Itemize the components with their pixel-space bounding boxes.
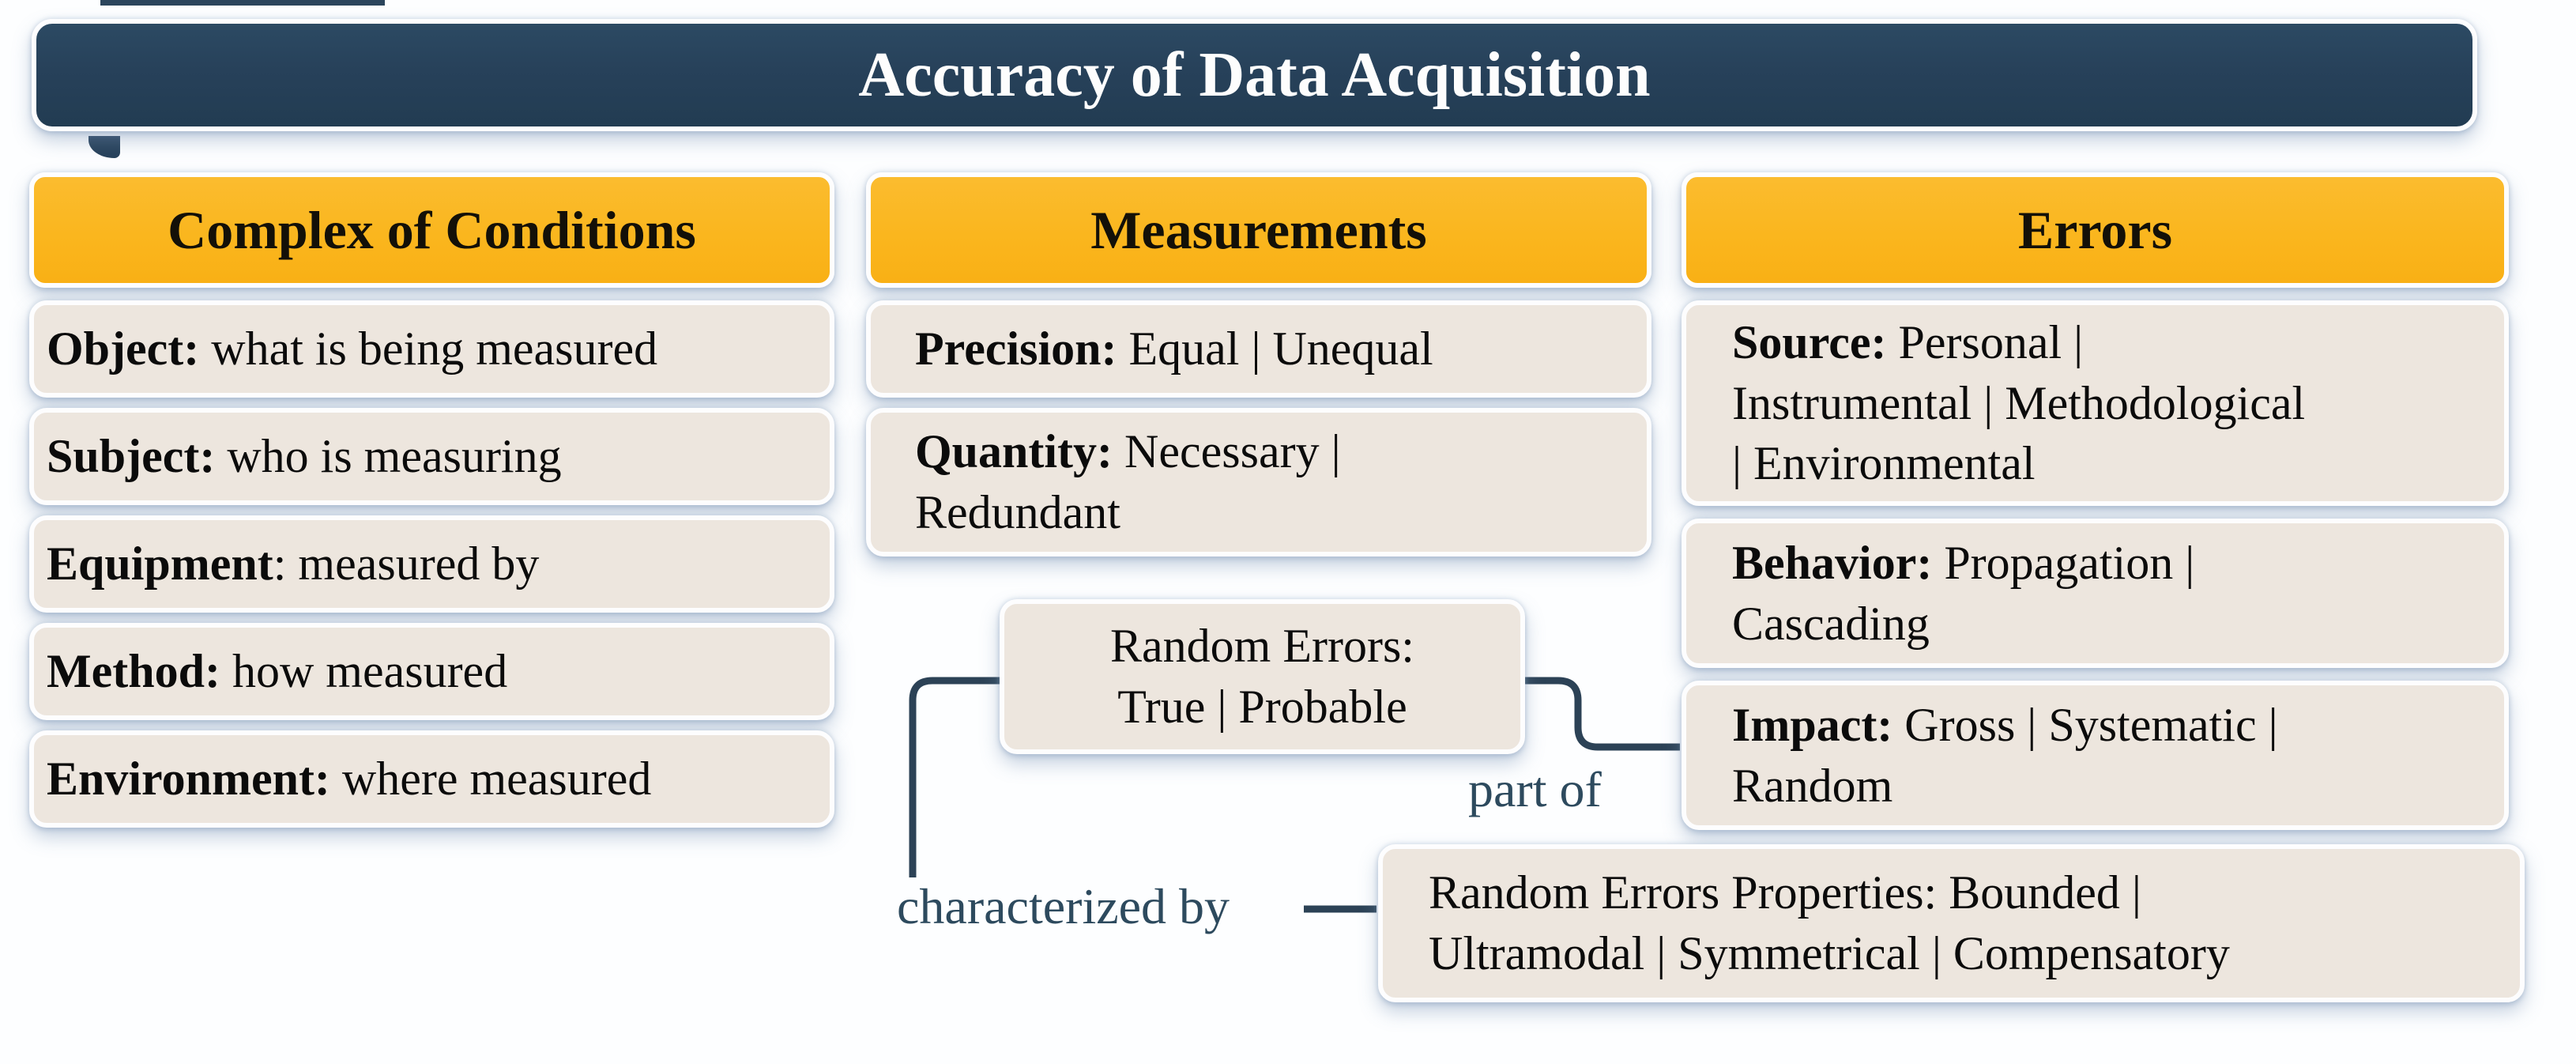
box-label: Impact: — [1732, 698, 1893, 751]
column-header-label: Measurements — [1090, 199, 1427, 260]
box-label: Equipment — [47, 538, 273, 590]
box-object: Object: what is being measured — [29, 300, 834, 398]
box-label: Precision: — [915, 323, 1117, 375]
box-environment-text: Environment: where measured — [47, 749, 651, 809]
box-subject-text: Subject: who is measuring — [47, 426, 562, 487]
title-bar: Accuracy of Data Acquisition — [32, 19, 2477, 131]
box-label: Quantity: — [915, 425, 1113, 478]
box-label: Behavior: — [1732, 536, 1933, 589]
box-description: how measured — [220, 645, 508, 698]
box-equipment: Equipment: measured by — [29, 515, 834, 613]
box-label: Environment: — [47, 753, 330, 806]
box-description: Equal | Unequal — [1117, 323, 1433, 375]
box-subject: Subject: who is measuring — [29, 408, 834, 505]
box-description: Gross | Systematic | Random — [1732, 698, 2278, 812]
box-description: what is being measured — [199, 323, 658, 375]
connector-characterized-by-elbow — [909, 677, 1002, 877]
box-description: Personal | Instrumental | Methodological… — [1732, 315, 2306, 490]
box-random-errors-properties-text: Random Errors Properties: Bounded | Ultr… — [1429, 866, 2230, 979]
column-header-complex-of-conditions: Complex of Conditions — [29, 172, 834, 288]
column-header-label: Complex of Conditions — [168, 199, 696, 260]
box-random-errors: Random Errors: True | Probable — [1000, 599, 1525, 754]
box-environment: Environment: where measured — [29, 730, 834, 828]
box-object-text: Object: what is being measured — [47, 319, 657, 379]
connector-label-part-of: part of — [1468, 761, 1602, 817]
box-method: Method: how measured — [29, 623, 834, 720]
box-description: Propagation | Cascading — [1732, 536, 2195, 650]
connector-part-of-elbow — [1523, 677, 1680, 751]
box-method-text: Method: how measured — [47, 641, 507, 702]
box-behavior-text: Behavior: Propagation | Cascading — [1732, 533, 2194, 655]
box-random-errors-text: Random Errors: True | Probable — [1110, 620, 1414, 733]
box-source: Source: Personal | Instrumental | Method… — [1682, 300, 2509, 506]
column-header-errors: Errors — [1682, 172, 2509, 288]
box-label: Source: — [1732, 315, 1887, 368]
box-equipment-text: Equipment: measured by — [47, 534, 539, 594]
box-impact-text: Impact: Gross | Systematic | Random — [1732, 695, 2278, 817]
top-edge-artifact — [100, 0, 385, 6]
box-precision-text: Precision: Equal | Unequal — [915, 319, 1433, 379]
page-title: Accuracy of Data Acquisition — [858, 40, 1651, 110]
box-description: where measured — [330, 753, 652, 806]
box-description: : measured by — [273, 538, 540, 590]
box-description: Necessary | Redundant — [915, 425, 1341, 538]
box-precision: Precision: Equal | Unequal — [866, 300, 1651, 398]
box-behavior: Behavior: Propagation | Cascading — [1682, 519, 2509, 668]
box-random-errors-properties: Random Errors Properties: Bounded | Ultr… — [1378, 844, 2525, 1002]
column-header-measurements: Measurements — [866, 172, 1651, 288]
box-source-text: Source: Personal | Instrumental | Method… — [1732, 312, 2305, 494]
box-description: who is measuring — [215, 430, 562, 483]
column-header-label: Errors — [2017, 199, 2173, 260]
box-impact: Impact: Gross | Systematic | Random — [1682, 681, 2509, 830]
connector-label-characterized-by: characterized by — [897, 878, 1230, 934]
box-label: Object: — [47, 323, 200, 375]
box-label: Method: — [47, 645, 220, 698]
box-label: Subject: — [47, 430, 216, 483]
box-quantity-text: Quantity: Necessary | Redundant — [915, 421, 1341, 543]
box-quantity: Quantity: Necessary | Redundant — [866, 408, 1651, 557]
